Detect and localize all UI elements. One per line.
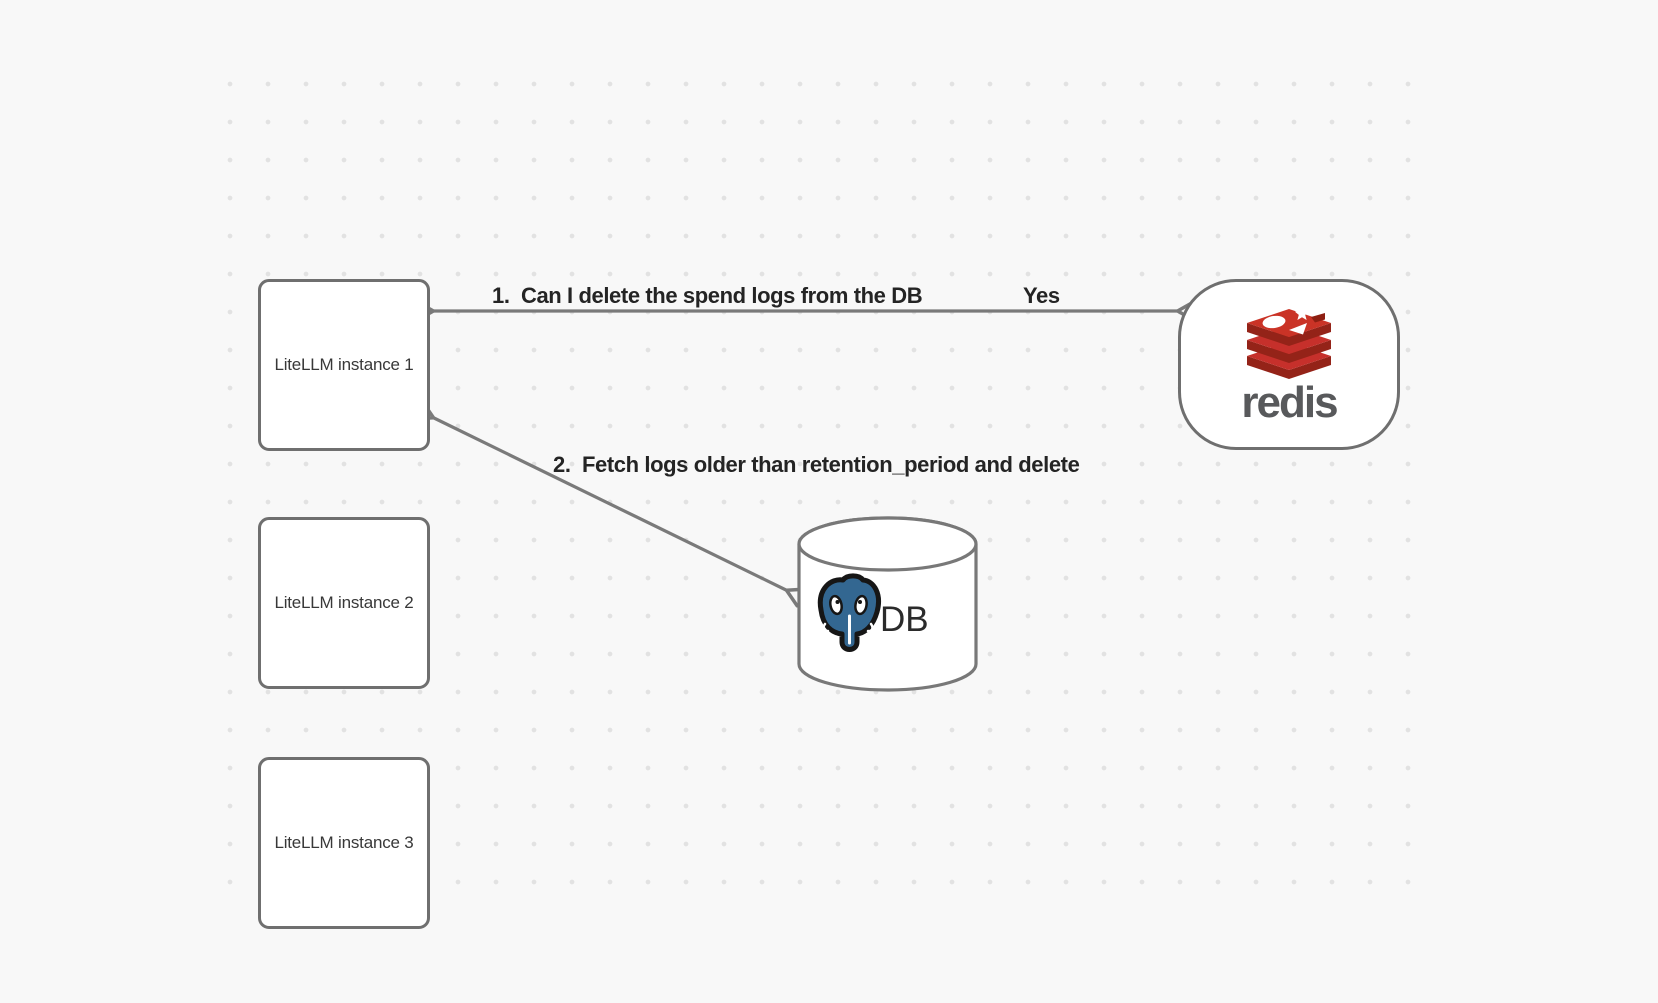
redis-wordmark: redis: [1241, 377, 1338, 427]
node-redis[interactable]: redis: [1178, 279, 1400, 450]
node-litellm-instance-2[interactable]: LiteLLM instance 2: [258, 517, 430, 689]
node-litellm-instance-1[interactable]: LiteLLM instance 1: [258, 279, 430, 451]
node-label: LiteLLM instance 2: [274, 593, 414, 612]
arrow1-response-label[interactable]: Yes: [1023, 283, 1060, 308]
db-node-label: DB: [880, 600, 929, 639]
node-label: LiteLLM instance 1: [274, 355, 414, 374]
arrow2-action-label[interactable]: 2. Fetch logs older than retention_perio…: [553, 452, 1080, 477]
arrow-instance1-db[interactable]: [412, 400, 808, 608]
node-litellm-instance-3[interactable]: LiteLLM instance 3: [258, 757, 430, 929]
node-label: LiteLLM instance 3: [274, 833, 414, 852]
postgresql-elephant-icon: [817, 573, 881, 652]
arrow1-question-label[interactable]: 1. Can I delete the spend logs from the …: [492, 283, 923, 308]
redis-stack-icon: [1247, 306, 1331, 379]
